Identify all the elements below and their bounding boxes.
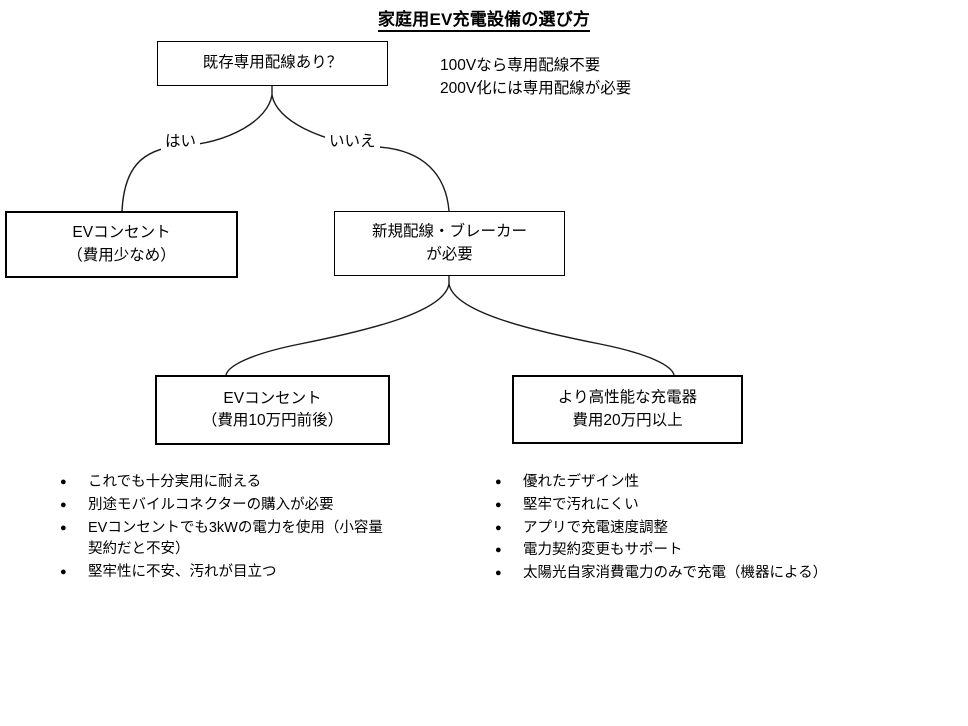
bullet-dot-icon: ●	[495, 498, 502, 511]
node-outlet-line-2: （費用10万円前後）	[201, 412, 344, 429]
list-item: ● アプリで充電速度調整	[495, 518, 945, 540]
bullet-list-ev-outlet: ● これでも十分実用に耐える ● 別途モバイルコネクターの購入が必要 ● EVコンセントで…	[60, 472, 480, 585]
node-ev-outlet-low-cost[interactable]: EVコンセント （費用少なめ）	[5, 211, 238, 278]
edge-no-to-charger	[448, 283, 675, 376]
node-new-wiring-breaker-required[interactable]: 新規配線・ブレーカー が必要	[334, 211, 565, 276]
voltage-note-line-1: 100Vなら専用配線不要	[440, 57, 601, 74]
page-title: 家庭用EV充電設備の選び方	[0, 5, 968, 32]
bullet-dot-icon: ●	[495, 544, 502, 557]
node-ev-outlet-100k-yen[interactable]: EVコンセント （費用10万円前後）	[155, 375, 390, 445]
list-item-text: 別途モバイルコネクターの購入が必要	[88, 496, 334, 513]
edge-root-to-no	[271, 94, 450, 212]
list-item: ● EVコンセントでも3kWの電力を使用（小容量契約だと不安）	[60, 518, 480, 562]
node-charger-line-2: 費用20万円以上	[572, 411, 683, 429]
list-item: ● 電力契約変更もサポート	[495, 540, 945, 562]
node-no-line-2: が必要	[426, 245, 473, 263]
bullet-dot-icon: ●	[495, 476, 502, 488]
node-outlet-line-1: EVコンセント	[223, 389, 322, 407]
edge-label-yes: はい	[161, 129, 201, 151]
list-item-text: 太陽光自家消費電力のみで充電（機器による）	[523, 565, 828, 581]
node-yes-line-1: EVコンセント	[72, 224, 171, 242]
list-item: ● 優れたデザイン性	[495, 472, 945, 494]
node-existing-dedicated-wiring[interactable]: 既存専用配線あり？	[157, 41, 388, 86]
bullet-dot-icon: ●	[60, 521, 67, 534]
node-high-performance-charger[interactable]: より高性能な充電器 費用20万円以上	[512, 375, 743, 444]
node-yes-line-2: （費用少なめ）	[67, 246, 176, 264]
bullet-dot-icon: ●	[60, 498, 67, 511]
bullet-dot-icon: ●	[60, 566, 67, 578]
list-item-text: これでも十分実用に耐える	[88, 474, 262, 490]
node-root-line-1: 既存専用配線あり？	[202, 54, 343, 72]
list-item: ● 太陽光自家消費電力のみで充電（機器による）	[495, 563, 945, 585]
bullet-dot-icon: ●	[495, 521, 502, 534]
list-item: ● 堅牢で汚れにくい	[495, 495, 945, 517]
list-item-text: アプリで充電速度調整	[523, 519, 668, 536]
voltage-note: 100Vなら専用配線不要 200V化には専用配線が必要	[440, 54, 631, 101]
list-item: ● 別途モバイルコネクターの購入が必要	[60, 495, 480, 517]
edge-no-to-outlet	[225, 283, 450, 376]
list-item-text: 堅牢で汚れにくい	[523, 496, 639, 513]
voltage-note-line-2: 200V化には専用配線が必要	[440, 80, 632, 98]
edge-root-to-yes	[121, 94, 273, 212]
node-charger-line-1: より高性能な充電器	[557, 389, 698, 407]
edge-label-no: いいえ	[325, 129, 380, 151]
bullet-dot-icon: ●	[495, 567, 502, 579]
node-no-line-1: 新規配線・ブレーカー	[371, 223, 527, 241]
list-item-text-continuation: 契約だと不安）	[88, 541, 190, 558]
bullet-list-high-performance-charger: ● 優れたデザイン性 ● 堅牢で汚れにくい ● アプリで充電速度調整 ● 電力契約変更もサポー…	[495, 472, 945, 586]
list-item-text: 電力契約変更もサポート	[523, 542, 683, 559]
list-item-text: 堅牢性に不安、汚れが目立つ	[88, 564, 277, 580]
list-item: ● 堅牢性に不安、汚れが目立つ	[60, 562, 480, 584]
page-title-text: 家庭用EV充電設備の選び方	[377, 10, 591, 32]
bullet-dot-icon: ●	[60, 476, 67, 488]
list-item-text: EVコンセントでも3kWの電力を使用（小容量契約だと不安）	[88, 518, 480, 562]
list-item: ● これでも十分実用に耐える	[60, 472, 480, 494]
list-item-text: 優れたデザイン性	[523, 474, 639, 490]
